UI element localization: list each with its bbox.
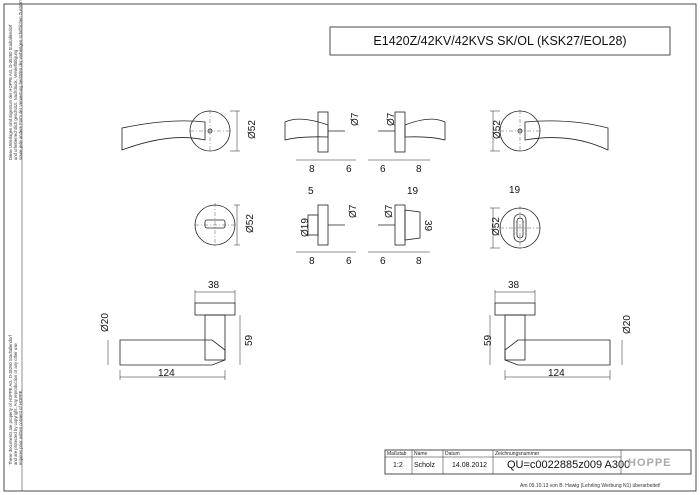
name-value: Scholz [414, 462, 436, 469]
rosette-side-right-top [368, 111, 446, 161]
dim-6-a: 6 [346, 164, 352, 175]
dim-d20-left: Ø20 [100, 313, 111, 332]
turn-side-left [296, 204, 356, 253]
massstab-label: Maßstab [387, 451, 407, 457]
drawing-title: E1420Z/42KV/42KVS SK/OL (KSK27/EOL28) [373, 34, 627, 48]
massstab-value: 1:2 [393, 462, 403, 469]
dim-19-mid: 19 [407, 186, 419, 197]
dim-6-d: 6 [380, 256, 386, 267]
dim-8-c: 8 [309, 256, 315, 267]
dim-d7-left-top: Ø7 [350, 112, 361, 126]
dim-d52-right-mid: Ø52 [491, 217, 502, 236]
dim-38-right: 38 [508, 280, 520, 291]
dim-5: 5 [308, 186, 314, 197]
dim-38-left: 38 [208, 280, 220, 291]
copyright-note-de: Diese Unterlagen sind Eigentum der HOPPE… [8, 0, 23, 160]
dim-19-right: 19 [509, 185, 521, 196]
dim-8-b: 8 [416, 164, 422, 175]
lever-right-top [490, 110, 609, 152]
sheet-border [3, 3, 697, 492]
indicator-rosette-front [490, 206, 541, 250]
dim-8-a: 8 [309, 164, 315, 175]
dim-d52-left-mid: Ø52 [245, 214, 256, 233]
lever-plan-left [107, 290, 241, 380]
release-side-right [368, 204, 430, 253]
drawing-number: QU=c0022885z009 A300 [507, 459, 631, 471]
dim-d52-left-top: Ø52 [247, 120, 258, 139]
dim-d7-left-mid: Ø7 [348, 204, 359, 218]
lever-left-top [121, 110, 240, 152]
dim-6-b: 6 [380, 164, 386, 175]
hoppe-logo: HOPPE [628, 457, 672, 469]
dim-124-right: 124 [548, 368, 565, 379]
dim-d19: Ø19 [300, 218, 311, 237]
dim-124-left: 124 [158, 368, 175, 379]
datum-value: 14.08.2012 [452, 462, 488, 469]
dim-d52-right-top: Ø52 [492, 120, 503, 139]
dim-59-right: 59 [483, 334, 494, 346]
title-block-grid [384, 449, 692, 475]
dim-39: 39 [422, 220, 433, 232]
turn-rosette-front [194, 203, 240, 247]
copyright-note-en: These documents are property of HOPPE AG… [8, 335, 23, 465]
dim-d7-right-top: Ø7 [386, 112, 397, 126]
dim-6-c: 6 [346, 256, 352, 267]
dim-d20-right: Ø20 [622, 315, 633, 334]
dim-8-d: 8 [416, 256, 422, 267]
rosette-side-left-top [284, 111, 356, 161]
revision-note: Am 09.10.13 von B. Hawig (Lehrling Werbu… [520, 483, 661, 489]
datum-label: Datum [445, 451, 460, 457]
dim-59-left: 59 [244, 334, 255, 346]
title-box [329, 26, 671, 56]
zeichnung-label: Zeichnungsnummer [495, 451, 540, 457]
dim-d7-right-mid: Ø7 [384, 204, 395, 218]
name-label: Name [414, 451, 428, 457]
lever-plan-right [489, 290, 623, 380]
